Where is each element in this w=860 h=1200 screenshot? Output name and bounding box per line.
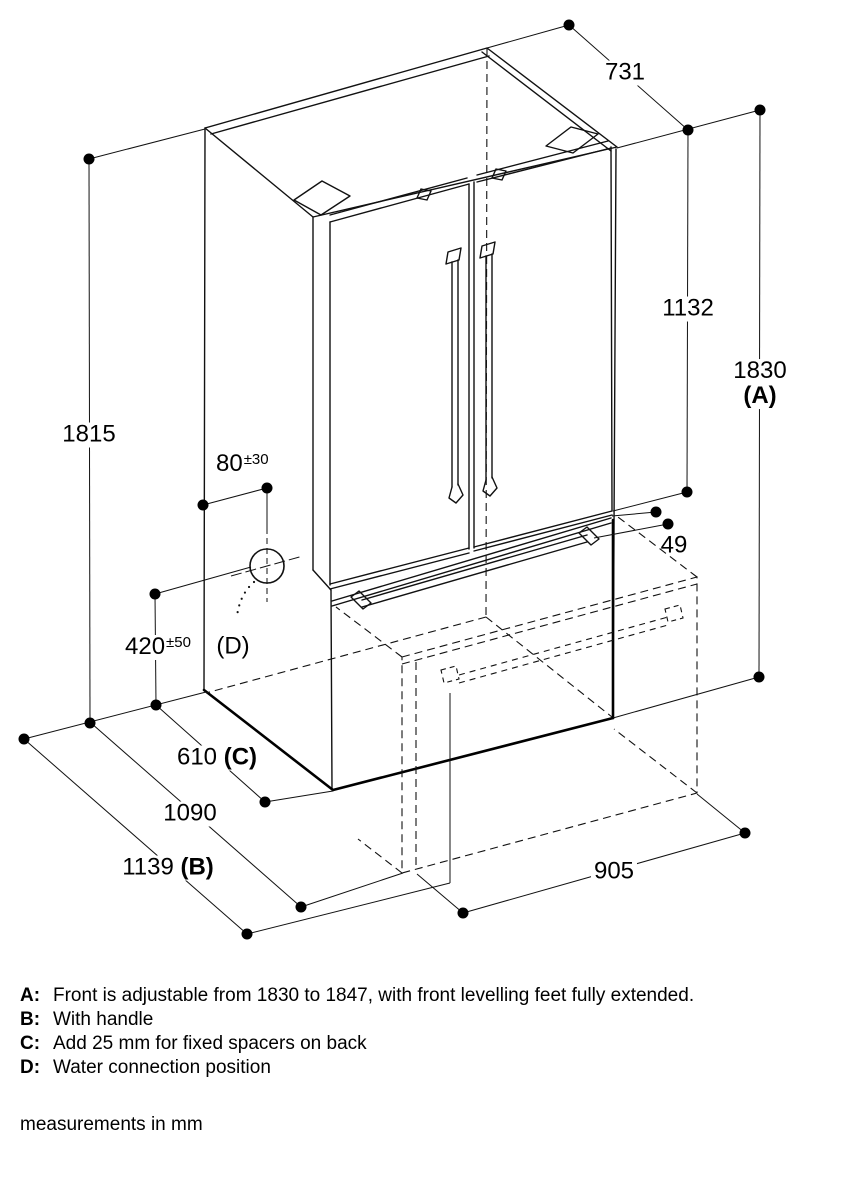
water-connection-detail <box>230 528 304 618</box>
footnote-b-key: B: <box>20 1009 41 1030</box>
dim-depth-body-label: 610 (C) <box>173 743 261 771</box>
dim-water-key-label: (D) <box>216 632 250 660</box>
water-leader-dotted <box>235 580 256 618</box>
dim-water-height-value: 420 <box>125 633 166 660</box>
open-drawer-dashed <box>335 513 698 874</box>
footnote-a-text: Front is adjustable from 1830 to 1847, w… <box>53 985 695 1006</box>
dim-water-offset-value: 80 <box>216 450 243 477</box>
dimension-lines <box>23 24 761 935</box>
footnote-d-key: D: <box>20 1057 41 1078</box>
footnote-a: A: Front is adjustable from 1830 to 1847… <box>20 984 694 1008</box>
footnote-d-text: Water connection position <box>53 1057 271 1078</box>
hidden-edges-dashed <box>205 47 613 718</box>
dim-open-drawer-width-label: 905 <box>590 859 638 885</box>
footnote-b: B: With handle <box>20 1008 694 1032</box>
dimension-dots <box>18 19 766 940</box>
dim-height-value: 1830 <box>733 357 787 385</box>
dim-depth-with-handle-value: 1139 <box>122 853 174 881</box>
dim-height-key: (A) <box>743 382 777 409</box>
dim-gap-label: 49 <box>660 531 688 559</box>
dim-depth-open-drawer-label: 1090 <box>160 801 220 827</box>
footnote-c-text: Add 25 mm for fixed spacers on back <box>53 1033 367 1054</box>
dim-water-offset-tolerance: ±30 <box>243 451 269 468</box>
dim-water-height-tolerance: ±50 <box>166 634 191 651</box>
footnote-a-key: A: <box>20 985 41 1006</box>
dim-depth-total-label: 731 <box>601 60 649 86</box>
dim-depth-body-key: (C) <box>223 743 258 771</box>
footnote-b-text: With handle <box>53 1009 154 1030</box>
dim-height-label: 1830 (A) <box>730 357 790 409</box>
dim-door-height-label: 1132 <box>659 296 717 322</box>
dim-depth-body-value: 610 <box>176 743 218 771</box>
dim-water-offset-label: 80±30 <box>213 450 272 477</box>
footnotes: A: Front is adjustable from 1830 to 1847… <box>20 984 694 1080</box>
cabinet-base-edges <box>202 518 615 792</box>
dim-water-height-label: 420±50 <box>122 633 194 660</box>
dim-depth-with-handle-label: 1139 (B) <box>119 853 217 881</box>
dim-height-body-label: 1815 <box>59 422 119 448</box>
cabinet-outline <box>203 47 618 790</box>
dim-depth-with-handle-key: (B) <box>180 853 214 881</box>
footnote-d: D: Water connection position <box>20 1056 694 1080</box>
measurement-unit-note: measurements in mm <box>20 1114 203 1135</box>
footnote-c-key: C: <box>20 1033 41 1054</box>
footnote-c: C: Add 25 mm for fixed spacers on back <box>20 1032 694 1056</box>
